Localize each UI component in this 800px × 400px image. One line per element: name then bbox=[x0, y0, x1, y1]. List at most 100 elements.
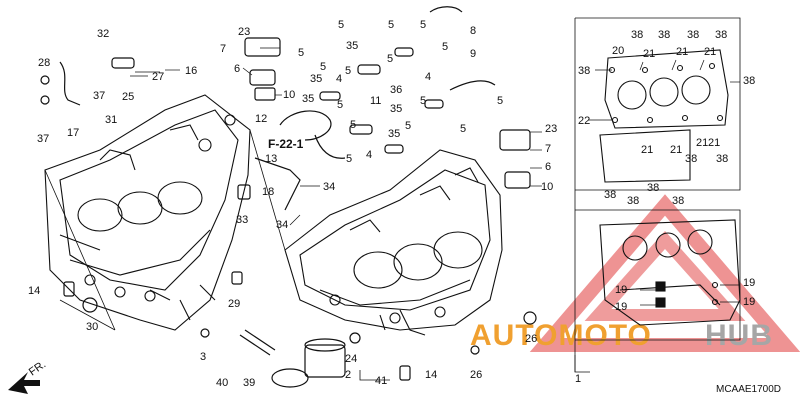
callout-38g: 38 bbox=[685, 153, 697, 165]
callout-20: 20 bbox=[612, 45, 624, 57]
callout-10b: 10 bbox=[541, 181, 553, 193]
upper-crankcase-right bbox=[284, 149, 503, 336]
callout-13: 13 bbox=[265, 153, 277, 165]
figure-code: MCAAE1700D bbox=[716, 384, 781, 395]
callout-5l: 5 bbox=[337, 99, 343, 111]
callout-10a: 10 bbox=[283, 89, 295, 101]
callout-35c: 35 bbox=[390, 103, 402, 115]
hoses-and-fittings bbox=[40, 6, 537, 388]
callout-38k: 38 bbox=[647, 182, 659, 194]
callout-35d: 35 bbox=[388, 128, 400, 140]
callout-38c: 38 bbox=[687, 29, 699, 41]
callout-7b: 7 bbox=[545, 143, 551, 155]
callout-38l: 38 bbox=[672, 195, 684, 207]
callout-40: 40 bbox=[216, 377, 228, 389]
callout-4b: 4 bbox=[425, 71, 431, 83]
callout-7a: 7 bbox=[220, 43, 226, 55]
callout-5m: 5 bbox=[405, 120, 411, 132]
callout-32: 32 bbox=[97, 28, 109, 40]
callout-2: 2 bbox=[345, 369, 351, 381]
callout-34a: 34 bbox=[323, 181, 335, 193]
callout-5c: 5 bbox=[420, 19, 426, 31]
callout-1: 1 bbox=[575, 373, 581, 385]
callout-5f: 5 bbox=[320, 61, 326, 73]
callout-19b: 19 bbox=[615, 284, 627, 296]
callout-35e: 35 bbox=[310, 73, 322, 85]
callout-35b: 35 bbox=[302, 93, 314, 105]
callout-38i: 38 bbox=[604, 189, 616, 201]
callout-5h: 5 bbox=[420, 95, 426, 107]
callout-16: 16 bbox=[185, 65, 197, 77]
callout-19d: 19 bbox=[743, 296, 755, 308]
callout-19a: 19 bbox=[743, 277, 755, 289]
callout-5o: 5 bbox=[346, 153, 352, 165]
callout-leaders bbox=[165, 47, 740, 306]
callout-5i: 5 bbox=[442, 41, 448, 53]
callout-41: 41 bbox=[375, 375, 387, 387]
callout-11: 11 bbox=[370, 95, 381, 107]
callout-3: 3 bbox=[200, 351, 206, 363]
callout-8: 8 bbox=[470, 25, 476, 37]
callout-37b: 37 bbox=[37, 133, 49, 145]
callout-9: 9 bbox=[470, 48, 476, 60]
callout-24: 24 bbox=[345, 353, 357, 365]
callout-4a: 4 bbox=[336, 73, 342, 85]
callout-21g: 21 bbox=[708, 137, 720, 149]
callout-5k: 5 bbox=[350, 119, 356, 131]
callout-12: 12 bbox=[255, 113, 267, 125]
callout-36: 36 bbox=[390, 84, 402, 96]
watermark-logo: AUTOMOTO HUB bbox=[470, 194, 800, 352]
callout-23b: 23 bbox=[545, 123, 557, 135]
cylinder-head-gasket bbox=[599, 49, 729, 183]
callout-33: 33 bbox=[236, 214, 248, 226]
callout-21e: 21 bbox=[670, 144, 682, 156]
callout-38b: 38 bbox=[658, 29, 670, 41]
callout-38h: 38 bbox=[716, 153, 728, 165]
callout-26a: 26 bbox=[525, 333, 537, 345]
callout-27: 27 bbox=[152, 71, 164, 83]
front-direction-arrow: FR. bbox=[8, 358, 48, 394]
callout-28: 28 bbox=[38, 57, 50, 69]
callout-6b: 6 bbox=[545, 161, 551, 173]
callout-38f: 38 bbox=[743, 75, 755, 87]
callout-5j: 5 bbox=[497, 95, 503, 107]
callout-23a: 23 bbox=[238, 26, 250, 38]
callout-21b: 21 bbox=[676, 46, 688, 58]
callout-14a: 14 bbox=[28, 285, 40, 297]
callout-numbers: 1 2 3 4 4 4 5 5 5 5 5 5 5 5 5 5 5 5 5 5 … bbox=[28, 19, 755, 389]
callout-5n: 5 bbox=[460, 123, 466, 135]
callout-5b: 5 bbox=[388, 19, 394, 31]
callout-34b: 34 bbox=[276, 219, 288, 231]
callout-19c: 19 bbox=[615, 301, 627, 313]
leader-lines bbox=[44, 17, 741, 381]
crankcase-sealing-gasket bbox=[599, 219, 741, 326]
callout-21d: 21 bbox=[641, 144, 653, 156]
callout-38d: 38 bbox=[715, 29, 727, 41]
callout-22: 22 bbox=[578, 115, 590, 127]
callout-21f: 21 bbox=[696, 137, 708, 149]
callout-37a: 37 bbox=[93, 90, 105, 102]
callout-5d: 5 bbox=[298, 47, 304, 59]
section-reference: F-22-1 bbox=[268, 137, 304, 151]
callout-18: 18 bbox=[262, 186, 274, 198]
upper-crankcase-left bbox=[44, 94, 251, 331]
callout-38j: 38 bbox=[627, 195, 639, 207]
callout-5a: 5 bbox=[338, 19, 344, 31]
callout-38a: 38 bbox=[631, 29, 643, 41]
callout-5e: 5 bbox=[387, 53, 393, 65]
watermark-text-2: HUB bbox=[705, 319, 773, 352]
callout-5g: 5 bbox=[345, 65, 351, 77]
callout-4c: 4 bbox=[366, 149, 372, 161]
callout-25: 25 bbox=[122, 91, 134, 103]
callout-38e: 38 bbox=[578, 65, 590, 77]
callout-39: 39 bbox=[243, 377, 255, 389]
callout-26b: 26 bbox=[470, 369, 482, 381]
front-label: FR. bbox=[27, 358, 48, 378]
callout-21a: 21 bbox=[643, 48, 655, 60]
callout-17: 17 bbox=[67, 127, 79, 139]
callout-6a: 6 bbox=[234, 63, 240, 75]
callout-21c: 21 bbox=[704, 46, 716, 58]
callout-14b: 14 bbox=[425, 369, 437, 381]
